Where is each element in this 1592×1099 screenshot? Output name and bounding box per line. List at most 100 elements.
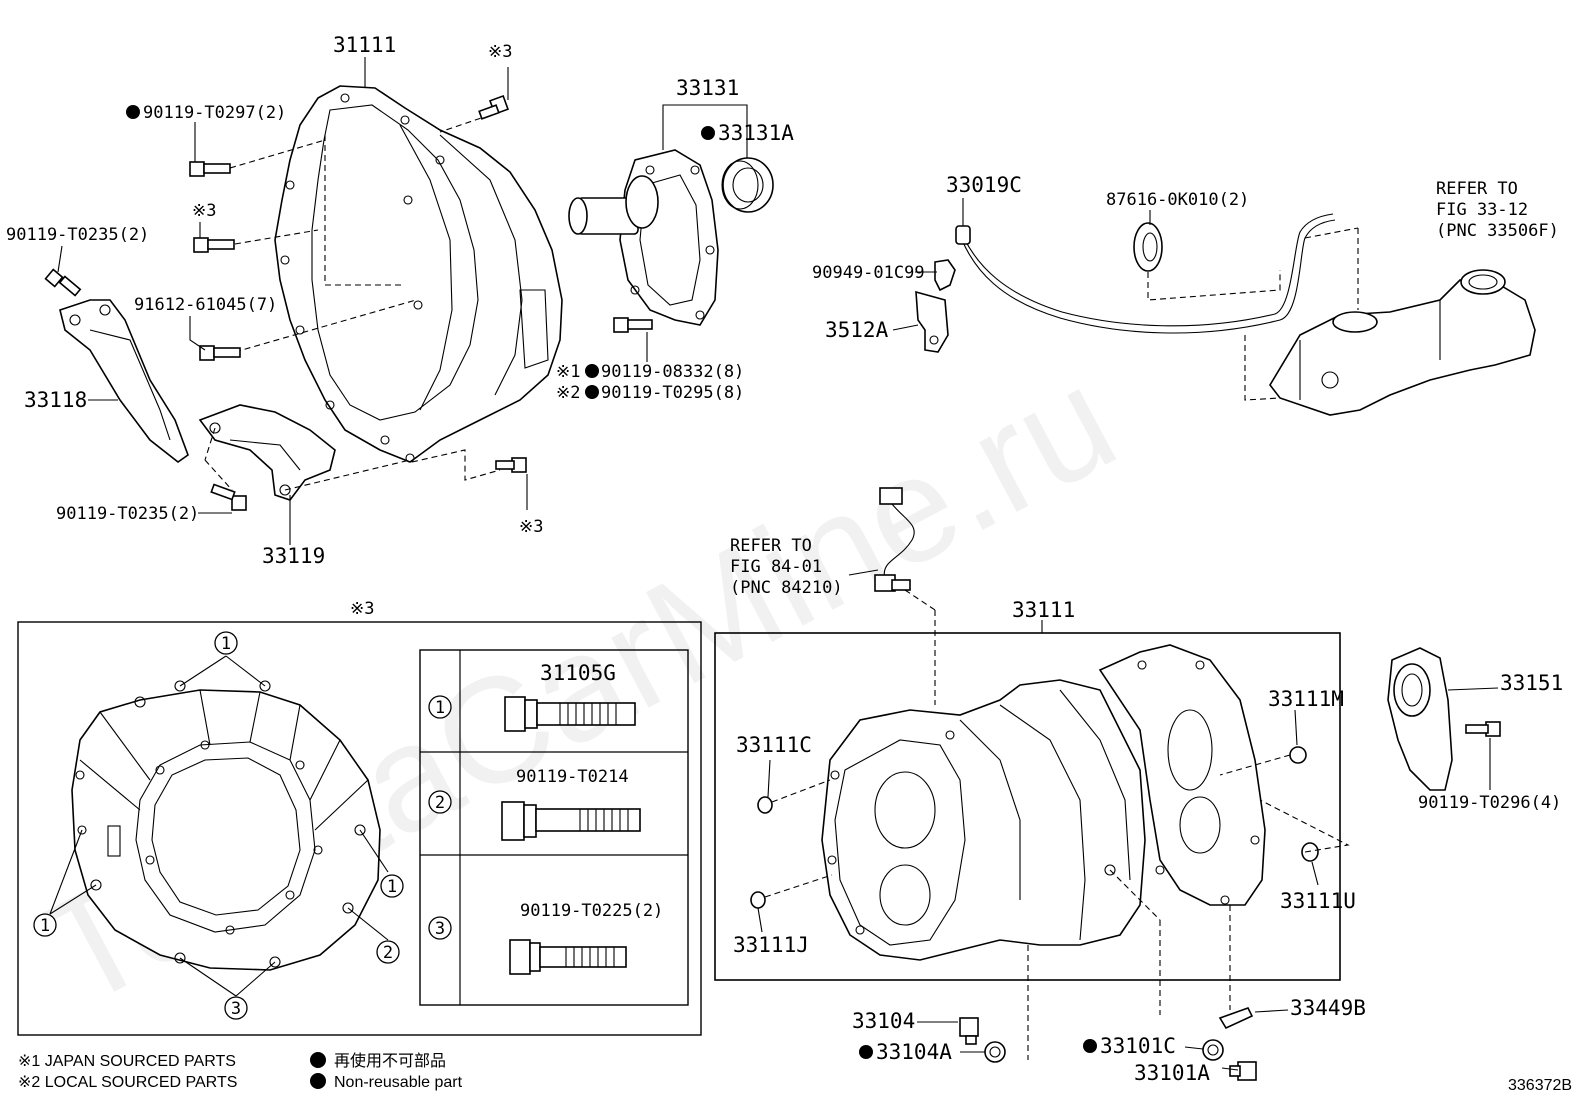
nonreusable-dot xyxy=(859,1045,873,1059)
transmission-case-33111 xyxy=(821,679,1146,961)
label-ref3-top: ※3 xyxy=(488,42,512,62)
bracket-33118 xyxy=(59,299,189,463)
pin-33111c xyxy=(757,779,831,814)
label-33111c: 33111C xyxy=(736,733,812,757)
label-33101c: 33101C xyxy=(1100,1034,1176,1058)
nonreusable-dot xyxy=(585,385,599,399)
bolt-table xyxy=(419,649,689,1006)
label-90119-t0297: 90119-T0297(2) xyxy=(143,103,286,123)
label-90119-08332: 90119-08332(8) xyxy=(601,362,744,382)
vent-hose-33019c xyxy=(955,213,1359,334)
pin-33111m xyxy=(1219,746,1307,776)
label-33111-box: 33111 xyxy=(1012,598,1075,622)
nonreusable-dot xyxy=(585,364,599,378)
bolt-90119-t0235-b xyxy=(210,483,247,511)
leader-lines xyxy=(57,57,1499,1071)
label-refer-84-l3: (PNC 84210) xyxy=(730,578,843,598)
label-ref3-bottom: ※3 xyxy=(519,517,543,537)
legend-local: ※2 LOCAL SOURCED PARTS xyxy=(18,1074,237,1091)
label-ref1-mark: ※1 xyxy=(556,362,580,382)
inset-callout-1c: 1 xyxy=(380,874,404,898)
label-90119-t0295: 90119-T0295(8) xyxy=(601,383,744,403)
gasket-33101c xyxy=(1202,1039,1224,1061)
label-90119-t0235-b: 90119-T0235(2) xyxy=(56,504,199,524)
label-refer-33-l1: REFER TO xyxy=(1436,179,1518,199)
bracket-3512a xyxy=(915,290,949,353)
label-33104: 33104 xyxy=(852,1009,915,1033)
pin-33111j xyxy=(750,874,833,909)
label-90119-t0296: 90119-T0296(4) xyxy=(1418,793,1561,813)
svg-text:1: 1 xyxy=(387,877,397,897)
nonreusable-dot xyxy=(701,126,715,140)
svg-text:1: 1 xyxy=(221,634,231,654)
figure-number: 336372B xyxy=(1508,1077,1572,1094)
svg-text:2: 2 xyxy=(383,943,393,963)
label-33131: 33131 xyxy=(676,76,739,100)
legend-dot-1 xyxy=(310,1052,326,1068)
pin-33111u xyxy=(1259,799,1350,862)
intermediate-plate xyxy=(1098,644,1266,906)
bolt-90119-t0297 xyxy=(189,161,231,177)
legend-jp-nonreusable: 再使用不可部品 xyxy=(334,1052,446,1070)
bolt-90119-08332 xyxy=(613,317,653,333)
label-ref3-left: ※3 xyxy=(192,201,216,221)
inset-callout-1a: 1 xyxy=(214,631,238,655)
label-3512a: 3512A xyxy=(825,318,889,342)
legend-japan: ※1 JAPAN SOURCED PARTS xyxy=(18,1053,236,1070)
case-dash-1 xyxy=(1109,869,1161,921)
label-33449b: 33449B xyxy=(1290,996,1366,1020)
speed-sensor-wire xyxy=(874,487,936,705)
bolt-ref3-bottom xyxy=(495,457,527,473)
label-90949: 90949-01C99 xyxy=(812,263,925,283)
bolt-90119-t0296 xyxy=(1465,721,1501,737)
nonreusable-dot xyxy=(1083,1039,1097,1053)
label-33118: 33118 xyxy=(24,388,87,412)
label-90119-t0235-a: 90119-T0235(2) xyxy=(6,225,149,245)
inset-title: ※3 xyxy=(350,599,374,619)
label-33119: 33119 xyxy=(262,544,325,568)
shift-lever-housing xyxy=(1244,269,1536,416)
seal-33131a xyxy=(721,157,774,213)
table-row1-part: 31105G xyxy=(540,661,616,685)
label-33111j: 33111J xyxy=(733,933,809,957)
inset-callout-3: 3 xyxy=(224,996,248,1020)
label-33019c: 33019C xyxy=(946,173,1022,197)
label-33111u: 33111U xyxy=(1280,889,1356,913)
bracket-33119 xyxy=(198,404,411,501)
bolt-90119-t0235-a xyxy=(44,268,82,297)
label-91612-61045: 91612-61045(7) xyxy=(134,295,277,315)
table-row2-part: 90119-T0214 xyxy=(516,767,629,787)
table-row2-num: 2 xyxy=(435,793,445,813)
nonreusable-dot xyxy=(126,105,140,119)
bolt-ref3-top xyxy=(478,95,509,120)
clutch-housing-31111 xyxy=(229,85,563,481)
bolt-91612-61045 xyxy=(199,345,241,361)
bolt-ref3-left xyxy=(193,237,235,253)
plug-33101a xyxy=(1229,1061,1257,1081)
label-33101a: 33101A xyxy=(1134,1061,1210,1085)
retainer-33151 xyxy=(1387,647,1453,791)
clamp-87616 xyxy=(1133,222,1281,301)
label-33111m: 33111M xyxy=(1268,687,1344,711)
table-row1-num: 1 xyxy=(435,698,445,718)
label-refer-84-l2: FIG 84-01 xyxy=(730,557,822,577)
label-ref2-mark: ※2 xyxy=(556,383,580,403)
inset-housing-front-view xyxy=(49,655,389,997)
legend-dot-2 xyxy=(310,1073,326,1089)
table-row3-part: 90119-T0225(2) xyxy=(520,901,663,921)
table-row3-num: 3 xyxy=(435,919,445,939)
label-refer-33-l3: (PNC 33506F) xyxy=(1436,221,1559,241)
inset-frame xyxy=(17,621,702,1036)
label-refer-84-l1: REFER TO xyxy=(730,536,812,556)
plug-33104 xyxy=(959,1017,979,1045)
svg-text:1: 1 xyxy=(40,916,50,936)
label-refer-33-l2: FIG 33-12 xyxy=(1436,200,1528,220)
legend-nonreusable: Non-reusable part xyxy=(334,1074,463,1091)
clip-33449b xyxy=(1218,1007,1254,1030)
label-33131a: 33131A xyxy=(718,121,794,145)
label-33151: 33151 xyxy=(1500,671,1563,695)
svg-text:3: 3 xyxy=(231,999,241,1019)
clip-90949 xyxy=(934,259,956,292)
inset-callout-1b: 1 xyxy=(33,913,57,937)
